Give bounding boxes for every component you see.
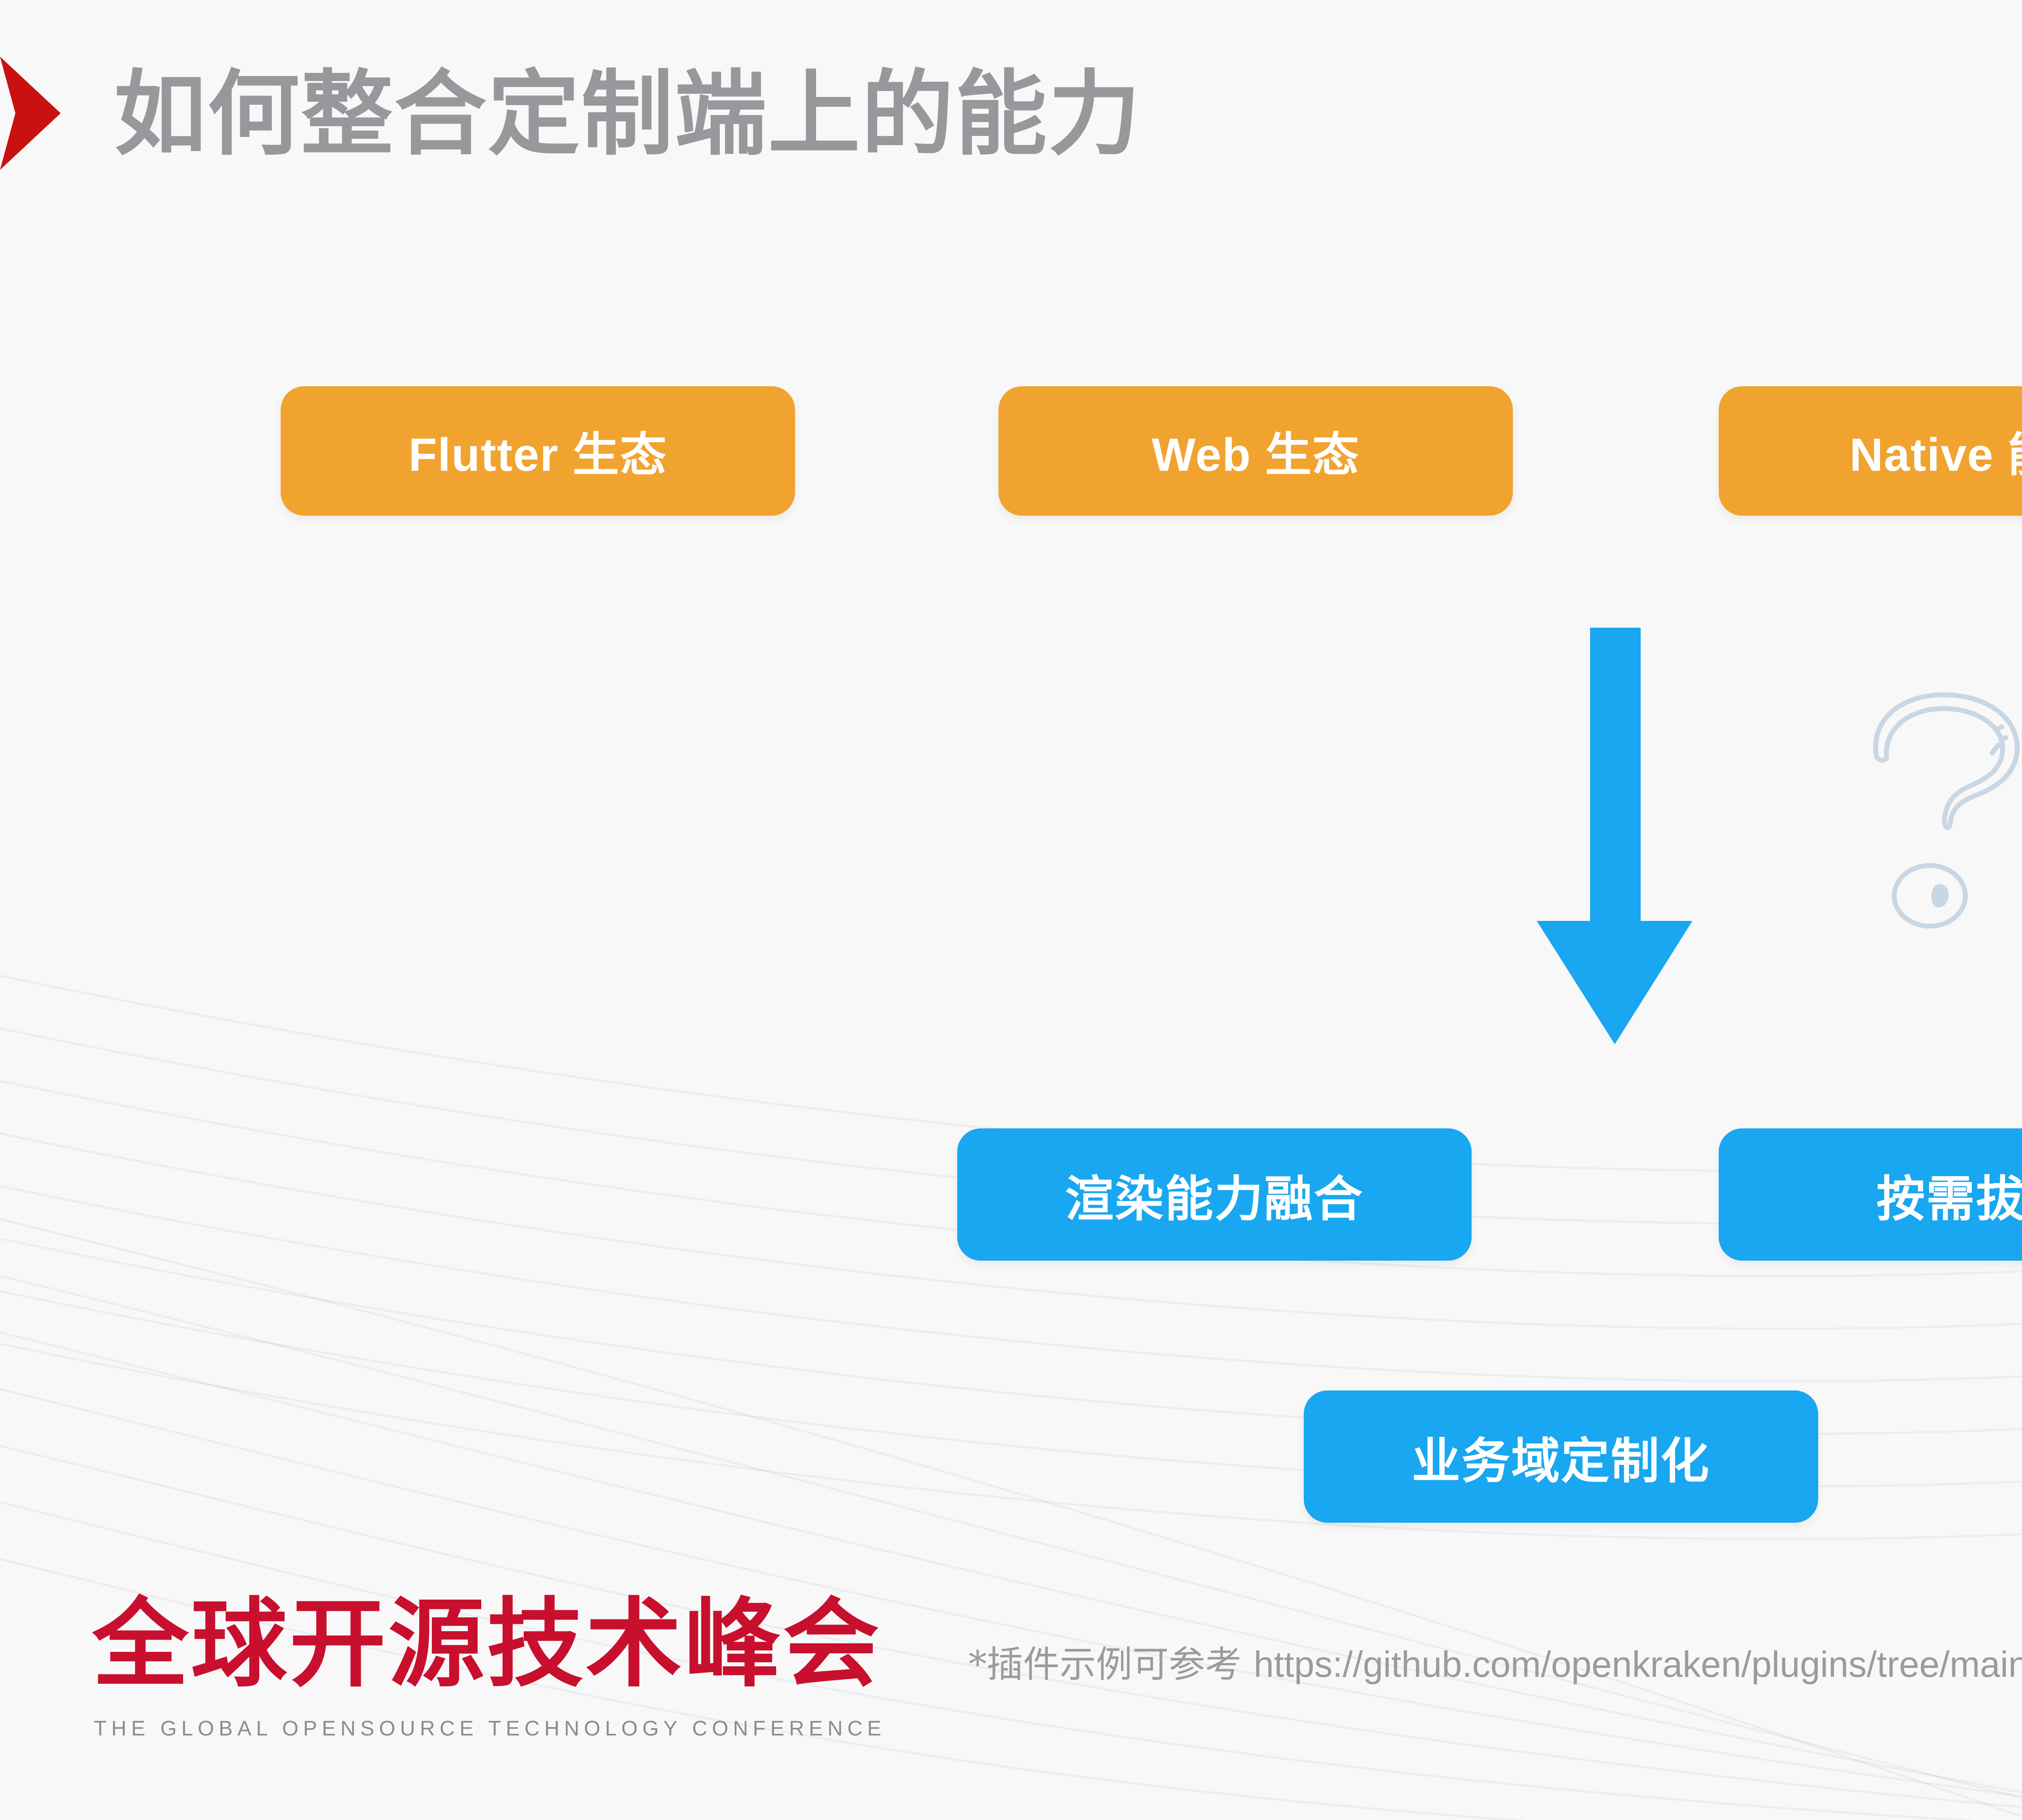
page-title: 如何整合定制端上的能力	[114, 63, 1142, 166]
capability-label: Flutter 生态	[408, 429, 667, 481]
capability-box-native: Native 能力	[1719, 386, 2022, 516]
result-box-render-fusion: 渲染能力融合	[957, 1128, 1472, 1261]
conference-logo: 全球开源技术峰会	[92, 1591, 882, 1698]
capability-label: Native 能力	[1849, 429, 2022, 481]
question-mark-icon	[1873, 692, 2020, 929]
chevron-right-icon	[0, 57, 61, 170]
capability-box-web: Web 生态	[998, 386, 1513, 516]
down-arrow-icon	[1537, 628, 1692, 1044]
footnote-text: *插件示例可参考	[969, 1643, 1242, 1686]
footnote: *插件示例可参考 https://github.com/openkraken/pl…	[969, 1635, 2022, 1687]
capability-label: Web 生态	[1151, 429, 1360, 481]
result-box-business-customization: 业务域定制化	[1304, 1390, 1818, 1523]
result-label: 渲染能力融合	[1065, 1172, 1364, 1226]
conference-tagline: THE GLOBAL OPENSOURCE TECHNOLOGY CONFERE…	[94, 1717, 886, 1740]
footnote-url: https://github.com/openkraken/plugins/tr…	[1254, 1644, 2022, 1685]
result-label: 按需拔插	[1876, 1172, 2022, 1226]
result-box-plug-on-demand: 按需拔插	[1719, 1128, 2022, 1261]
capability-box-flutter: Flutter 生态	[281, 386, 795, 516]
result-label: 业务域定制化	[1412, 1434, 1710, 1488]
